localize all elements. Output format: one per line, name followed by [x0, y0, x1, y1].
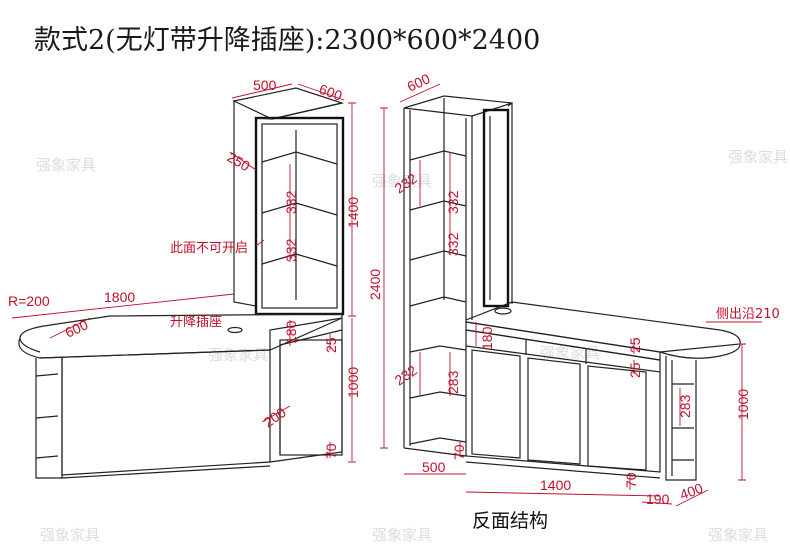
- dim-label: 332: [283, 190, 299, 214]
- dim-label: 500: [422, 459, 446, 475]
- annotation-lift-socket: 升降插座: [170, 315, 222, 330]
- dim-label: 250: [225, 149, 253, 175]
- left-cabinet: [18, 87, 345, 479]
- annotation-side-edge: 侧出沿210: [716, 307, 780, 322]
- dim-label: 332: [445, 232, 461, 256]
- watermark: 强象家具: [708, 526, 768, 544]
- dim-label: 2400: [367, 269, 383, 300]
- left-dimensions: 500 600 250 332 332 1400 R=200 1800 600 …: [8, 77, 361, 463]
- dim-label: R=200: [8, 293, 50, 309]
- dim-label: 1000: [345, 367, 361, 398]
- dim-label: 1000: [735, 389, 751, 420]
- diagram-caption: 反面结构: [472, 510, 549, 532]
- dim-label: 70: [451, 444, 467, 460]
- watermark: 强象家具: [540, 344, 600, 362]
- dim-label: 180: [479, 326, 495, 350]
- dim-label: 283: [677, 394, 693, 418]
- dim-label: 1800: [104, 289, 135, 305]
- page-title: 款式2(无灯带升降插座):2300*600*2400: [34, 25, 541, 56]
- dim-label: 283: [445, 370, 461, 394]
- dim-label: 232: [392, 362, 420, 389]
- right-dimensions: 600 232 332 332 2400 180 25 25 232 283 2…: [367, 70, 780, 507]
- dim-label: 400: [678, 480, 706, 503]
- right-cabinet: [403, 95, 741, 481]
- watermark: 强象家具: [372, 172, 432, 190]
- dim-label: 332: [445, 190, 461, 214]
- dim-label: 70: [623, 472, 639, 488]
- dim-label: 25: [627, 362, 643, 378]
- dim-label: 70: [323, 443, 339, 459]
- dim-label: 600: [317, 81, 345, 104]
- dim-label: 180: [283, 320, 299, 344]
- dim-label: 1400: [345, 197, 361, 228]
- watermark: 强象家具: [36, 156, 96, 174]
- watermark: 强象家具: [728, 148, 788, 166]
- dim-label: 600: [405, 70, 433, 94]
- dim-label: 500: [253, 77, 277, 93]
- dim-label: 25: [323, 337, 339, 353]
- dim-label: 200: [261, 404, 289, 431]
- annotation-no-open: 此面不可开启: [170, 241, 248, 256]
- dim-label: 190: [646, 491, 670, 507]
- dim-label: 25: [627, 337, 643, 353]
- watermark: 强象家具: [208, 346, 268, 364]
- watermark: 强象家具: [40, 526, 100, 544]
- dim-label: 1400: [540, 477, 571, 493]
- watermark: 强象家具: [372, 526, 432, 544]
- dim-label: 332: [283, 238, 299, 262]
